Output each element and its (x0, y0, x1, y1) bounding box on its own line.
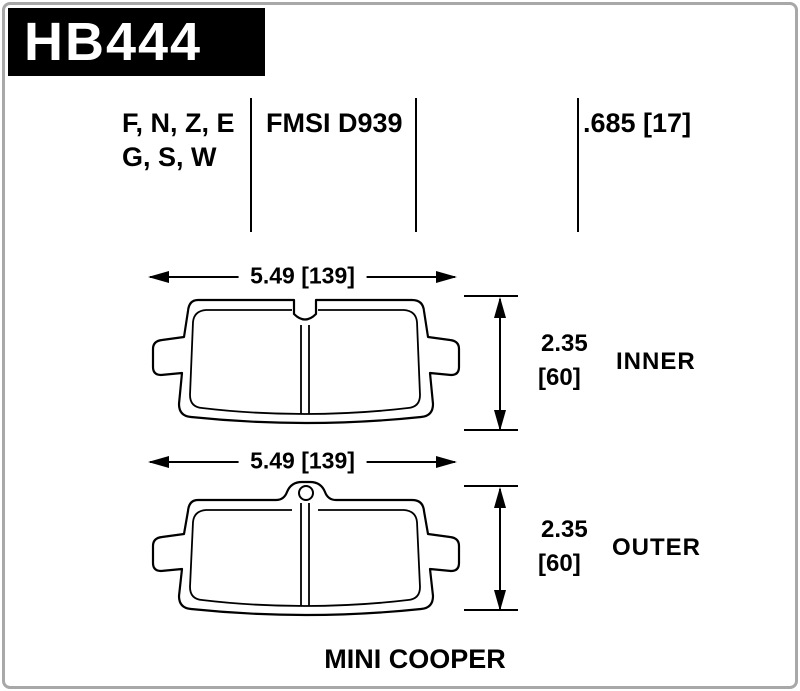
down-arrowhead-icon (494, 590, 506, 611)
dimension-line (499, 299, 501, 429)
part-number: HB444 (24, 12, 203, 72)
pad-friction-outline-left (189, 509, 306, 607)
extension-line (464, 609, 518, 611)
width-dimension-label-outer: 5.49 [139] (238, 447, 367, 475)
pad-outline (151, 298, 461, 425)
left-arrowhead-icon (148, 271, 169, 283)
dimension-line (499, 489, 501, 609)
pad-thickness-value: .685 [17] (583, 108, 692, 138)
pad-friction-outline-right (304, 509, 421, 607)
compound-codes: F, N, Z, E G, S, W (122, 106, 235, 174)
width-dimension-label-inner: 5.49 [139] (238, 262, 367, 290)
right-arrowhead-icon (436, 456, 457, 468)
left-arrowhead-icon (148, 456, 169, 468)
pad-friction-outline-left (189, 309, 306, 415)
up-arrowhead-icon (494, 487, 506, 508)
compound-codes-line1: F, N, Z, E (122, 108, 235, 138)
thickness-mm-outer: [60] (538, 550, 581, 577)
divider-line-3 (577, 98, 579, 232)
thickness-in-inner: 2.35 (541, 330, 588, 357)
pad-friction-outline-right (304, 309, 421, 415)
divider-line-2 (415, 98, 417, 232)
part-number-badge: HB444 (8, 8, 265, 76)
down-arrowhead-icon (494, 410, 506, 431)
thickness-mm-inner: [60] (538, 364, 581, 391)
up-arrowhead-icon (494, 297, 506, 318)
extension-line (464, 295, 518, 297)
pad-outline (151, 480, 461, 617)
brake-pad-drawing-outer (151, 480, 461, 617)
pad-tab-hole (298, 485, 314, 501)
extension-line (464, 485, 518, 487)
right-arrowhead-icon (436, 271, 457, 283)
pad-position-label-outer: OUTER (612, 534, 701, 561)
vehicle-name: MINI COOPER (324, 644, 506, 674)
fmsi-number: FMSI D939 (266, 108, 403, 138)
brake-pad-drawing-inner (151, 298, 461, 425)
extension-line (464, 429, 518, 431)
compound-codes-line2: G, S, W (122, 142, 217, 172)
pad-position-label-inner: INNER (616, 348, 696, 375)
divider-line-1 (250, 98, 252, 232)
thickness-in-outer: 2.35 (541, 516, 588, 543)
